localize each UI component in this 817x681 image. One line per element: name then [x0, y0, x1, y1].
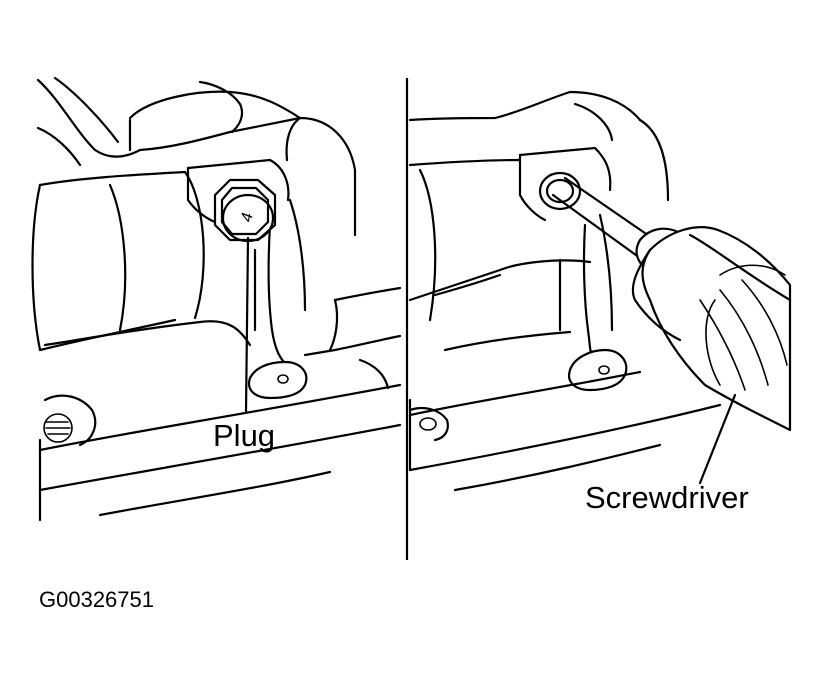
left-panel-drawing: 4 [31, 76, 402, 522]
figure-id: G00326751 [39, 587, 154, 612]
plug-label: Plug [213, 418, 276, 453]
svg-text:4: 4 [238, 212, 256, 224]
screwdriver-label: Screwdriver [585, 480, 749, 515]
right-panel-drawing [408, 90, 792, 492]
